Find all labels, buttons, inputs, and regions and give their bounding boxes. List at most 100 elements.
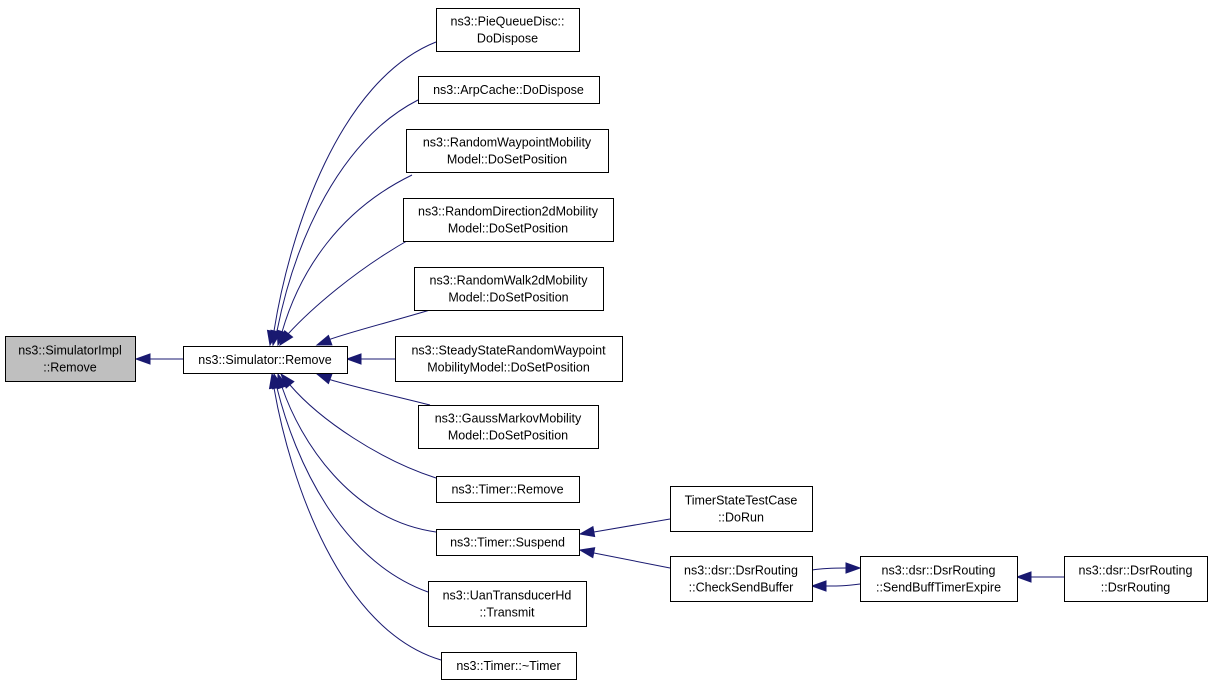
- node-box[interactable]: [395, 336, 623, 382]
- node-box[interactable]: [418, 76, 600, 104]
- node-uantransducerhd-transmit[interactable]: ns3::UanTransducerHd::Transmit: [428, 581, 587, 627]
- node-label-line: ::SendBuffTimerExpire: [876, 581, 1001, 595]
- edge-line: [327, 309, 431, 341]
- node-dsrrouting-dsrrouting[interactable]: ns3::dsr::DsrRouting::DsrRouting: [1064, 556, 1208, 602]
- edge-rwp-to-sim: [276, 174, 413, 347]
- arrowhead-icon: [578, 525, 596, 538]
- node-label-line: ns3::Timer::Remove: [451, 483, 563, 497]
- node-label-line: ns3::Simulator::Remove: [198, 353, 331, 367]
- node-label-line: ns3::RandomDirection2dMobility: [418, 205, 599, 219]
- edge-gm-to-sim: [315, 373, 431, 406]
- edge-line: [273, 41, 437, 332]
- edge-uan-to-sim: [271, 372, 429, 593]
- node-label-line: ns3::PieQueueDisc::: [451, 15, 565, 29]
- node-label-line: Model::DoSetPosition: [448, 291, 568, 305]
- edge-line: [273, 387, 442, 661]
- node-label-line: ns3::Timer::~Timer: [456, 659, 560, 673]
- node-label-line: ::CheckSendBuffer: [689, 581, 794, 595]
- node-timer-remove[interactable]: ns3::Timer::Remove: [436, 476, 580, 503]
- node-label-line: ns3::RandomWalk2dMobility: [430, 274, 589, 288]
- node-label-line: ns3::GaussMarkovMobility: [435, 412, 582, 426]
- node-timerstatetestcase-dorun[interactable]: TimerStateTestCase::DoRun: [670, 486, 813, 532]
- edge-rw2d-to-sim: [315, 309, 431, 346]
- edge-tdtor-to-sim: [268, 372, 442, 661]
- edge-sbte-to-csb: [810, 580, 861, 592]
- node-label-line: ::Transmit: [479, 606, 535, 620]
- edge-line: [289, 384, 437, 479]
- node-label-line: DoDispose: [477, 32, 538, 46]
- node-randomwaypoint-dosetposition[interactable]: ns3::RandomWaypointMobilityModel::DoSetP…: [406, 129, 609, 173]
- edge-line: [593, 518, 671, 533]
- edge-tstc-to-tsuspend: [578, 518, 671, 538]
- node-box[interactable]: [183, 346, 348, 374]
- node-label-line: ns3::UanTransducerHd: [443, 589, 572, 603]
- node-dsrrouting-sendbufftimerexpire[interactable]: ns3::dsr::DsrRouting::SendBuffTimerExpir…: [860, 556, 1018, 602]
- node-simulator-remove[interactable]: ns3::Simulator::Remove: [183, 346, 348, 374]
- node-timer-suspend[interactable]: ns3::Timer::Suspend: [436, 529, 580, 556]
- edge-ssrwp-to-sim: [345, 353, 395, 365]
- node-box[interactable]: [436, 529, 580, 556]
- node-simulatorimpl-remove[interactable]: ns3::SimulatorImpl::Remove: [5, 336, 136, 382]
- node-label-line: TimerStateTestCase: [685, 494, 798, 508]
- node-box[interactable]: [436, 476, 580, 503]
- edges-layer: [134, 41, 1064, 661]
- arrowhead-icon: [279, 330, 294, 347]
- node-box[interactable]: [403, 198, 614, 242]
- node-label-line: ns3::dsr::DsrRouting: [684, 564, 798, 578]
- node-piequeuedisc-dodispose[interactable]: ns3::PieQueueDisc::DoDispose: [436, 8, 580, 52]
- edge-dsrctor-to-sbte: [1015, 571, 1064, 583]
- node-label-line: Model::DoSetPosition: [448, 222, 568, 236]
- node-label-line: ns3::dsr::DsrRouting: [882, 564, 996, 578]
- edge-line: [276, 387, 429, 593]
- node-dsrrouting-checksendbuffer[interactable]: ns3::dsr::DsrRouting::CheckSendBuffer: [670, 556, 813, 602]
- node-label-line: ns3::SimulatorImpl: [18, 344, 122, 358]
- node-box[interactable]: [670, 556, 813, 602]
- node-label-line: ns3::SteadyStateRandomWaypoint: [411, 344, 606, 358]
- node-arpcache-dodispose[interactable]: ns3::ArpCache::DoDispose: [418, 76, 600, 104]
- node-steadystaterandomwaypoint-dosetposition[interactable]: ns3::SteadyStateRandomWaypointMobilityMo…: [395, 336, 623, 382]
- node-timer-destructor[interactable]: ns3::Timer::~Timer: [441, 652, 577, 680]
- node-label-line: ns3::ArpCache::DoDispose: [433, 83, 584, 97]
- arrowhead-icon: [134, 353, 151, 365]
- node-label-line: ns3::RandomWaypointMobility: [423, 136, 592, 150]
- node-box[interactable]: [1064, 556, 1208, 602]
- edge-line: [287, 237, 413, 335]
- node-box[interactable]: [406, 129, 609, 173]
- arrowhead-icon: [315, 373, 333, 385]
- node-box[interactable]: [428, 581, 587, 627]
- node-label-line: ns3::Timer::Suspend: [450, 536, 565, 550]
- node-box[interactable]: [441, 652, 577, 680]
- node-box[interactable]: [860, 556, 1018, 602]
- arrowhead-icon: [1015, 571, 1032, 583]
- node-box[interactable]: [5, 336, 136, 382]
- node-label-line: Model::DoSetPosition: [448, 429, 568, 443]
- edge-line: [593, 552, 671, 569]
- edge-line: [276, 99, 419, 332]
- node-box[interactable]: [418, 405, 599, 449]
- node-randomdirection2d-dosetposition[interactable]: ns3::RandomDirection2dMobilityModel::DoS…: [403, 198, 614, 242]
- node-box[interactable]: [414, 267, 604, 311]
- edge-line: [281, 386, 437, 533]
- edge-rd2d-to-sim: [279, 237, 413, 347]
- arrowhead-icon: [810, 580, 827, 592]
- node-gaussmarkov-dosetposition[interactable]: ns3::GaussMarkovMobilityModel::DoSetPosi…: [418, 405, 599, 449]
- edge-tremove-to-sim: [280, 372, 437, 479]
- node-randomwalk2d-dosetposition[interactable]: ns3::RandomWalk2dMobilityModel::DoSetPos…: [414, 267, 604, 311]
- node-box[interactable]: [670, 486, 813, 532]
- edge-line: [825, 583, 861, 587]
- arrowhead-icon: [845, 562, 862, 574]
- edge-sim-to-simimpl: [134, 353, 183, 365]
- node-label-line: Model::DoSetPosition: [447, 153, 567, 167]
- arrowhead-icon: [345, 353, 362, 365]
- node-label-line: ::Remove: [43, 361, 97, 375]
- edge-pie-to-sim: [266, 41, 437, 347]
- node-label-line: ns3::dsr::DsrRouting: [1079, 564, 1193, 578]
- node-box[interactable]: [436, 8, 580, 52]
- node-label-line: MobilityModel::DoSetPosition: [427, 361, 590, 375]
- edge-line: [281, 174, 413, 333]
- edge-csb-to-sbte: [811, 562, 862, 574]
- arrowhead-icon: [268, 372, 281, 390]
- arrowhead-icon: [578, 547, 596, 559]
- node-label-line: ::DoRun: [718, 511, 764, 525]
